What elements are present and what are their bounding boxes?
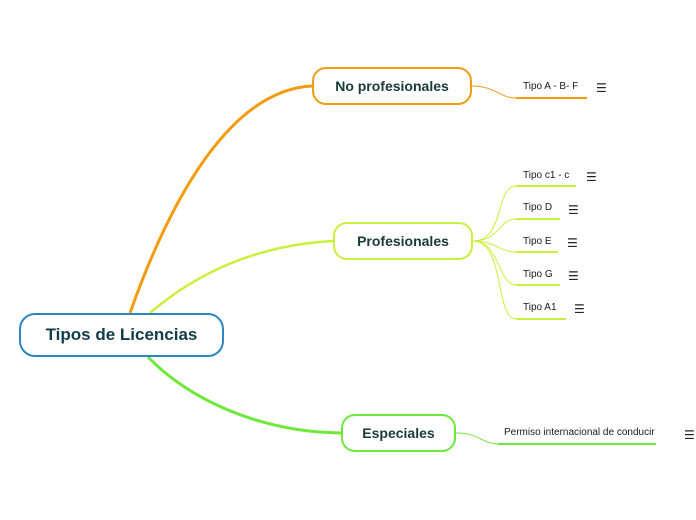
branch-especiales[interactable]: Especiales [341, 414, 456, 452]
connector-root-especiales [146, 355, 342, 435]
connector-profesionales-leaf-5 [472, 240, 517, 320]
connector-profesionales-leaf-2 [472, 218, 517, 242]
connector-especiales-leaf [455, 432, 499, 445]
leaf-tipo-a-b-f[interactable]: Tipo A - B- F [523, 81, 579, 92]
hamburger-menu-icon[interactable]: ☰ [567, 236, 578, 250]
hamburger-menu-icon[interactable]: ☰ [568, 203, 579, 217]
leaf-tipo-c1-c[interactable]: Tipo c1 - c [523, 170, 570, 181]
leaf-permiso-internacional[interactable]: Permiso internacional de conducir [504, 427, 655, 438]
leaf-tipo-d[interactable]: Tipo D [523, 202, 553, 213]
connector-profesionales-leaf-1 [472, 185, 517, 242]
branch-profesionales[interactable]: Profesionales [333, 222, 473, 260]
hamburger-menu-icon[interactable]: ☰ [586, 170, 597, 184]
hamburger-menu-icon[interactable]: ☰ [684, 428, 695, 442]
hamburger-menu-icon[interactable]: ☰ [568, 269, 579, 283]
hamburger-menu-icon[interactable]: ☰ [596, 81, 607, 95]
leaf-tipo-e[interactable]: Tipo E [523, 236, 552, 247]
leaf-tipo-a1[interactable]: Tipo A1 [523, 302, 557, 313]
branch-no-profesionales[interactable]: No profesionales [312, 67, 472, 105]
root-node[interactable]: Tipos de Licencias [19, 313, 224, 357]
connector-root-profesionales [149, 239, 334, 314]
connector-no-profesionales-leaf [471, 85, 517, 99]
hamburger-menu-icon[interactable]: ☰ [574, 302, 585, 316]
leaf-tipo-g[interactable]: Tipo G [523, 269, 553, 280]
connector-root-no-profesionales [128, 84, 313, 314]
